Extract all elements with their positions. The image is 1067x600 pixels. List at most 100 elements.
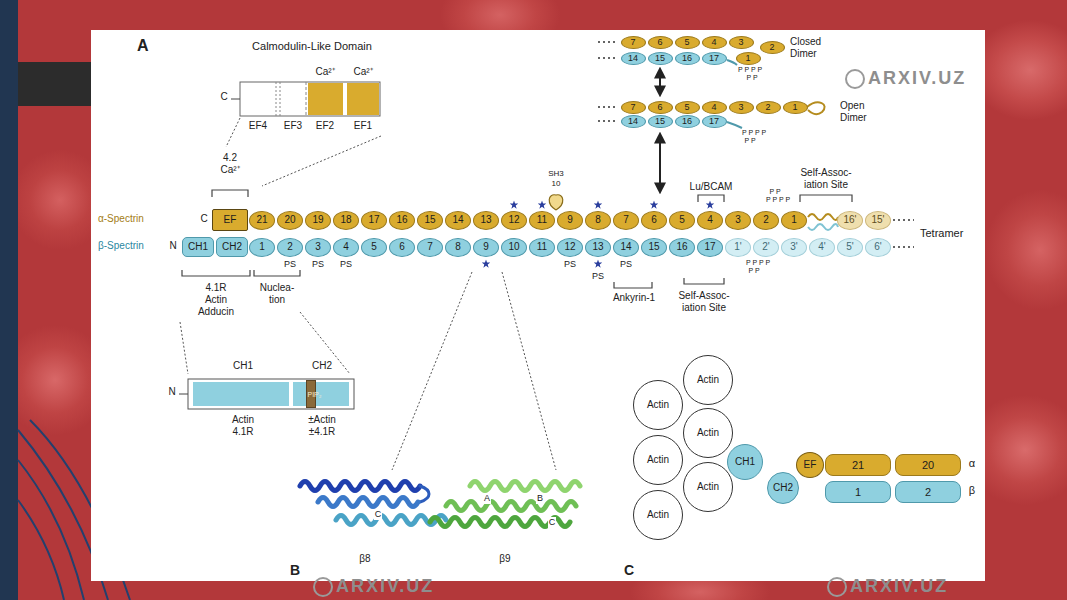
text-label: 10 bbox=[552, 179, 561, 189]
segment-node: 16' bbox=[837, 211, 863, 230]
drawn-use bbox=[510, 201, 519, 209]
node-text: 6 bbox=[651, 215, 657, 225]
node-text: 16 bbox=[682, 117, 692, 126]
text-label: N bbox=[168, 386, 175, 398]
text-label: PS bbox=[312, 259, 324, 270]
node-text: 7 bbox=[427, 242, 433, 252]
node-text: 5 bbox=[371, 242, 377, 252]
text-label: Self-Assoc- iation Site bbox=[673, 290, 735, 314]
text-label: EF2 bbox=[316, 120, 334, 132]
text-label: EF3 bbox=[284, 120, 302, 132]
segment-node: PIP₂ bbox=[306, 380, 316, 408]
segment-node: 13 bbox=[473, 211, 499, 230]
node-text: Actin bbox=[697, 482, 719, 492]
drawn-path bbox=[807, 103, 825, 115]
drawn-path bbox=[808, 214, 838, 220]
node-text: 11 bbox=[537, 215, 547, 225]
drawn-rect bbox=[188, 379, 354, 409]
text-label: CH2 bbox=[312, 360, 332, 372]
node-text: 5 bbox=[684, 103, 689, 112]
drawn-path bbox=[808, 224, 838, 230]
drawn-path bbox=[318, 498, 418, 507]
segment-node: 2 bbox=[760, 41, 785, 54]
node-text: 16 bbox=[676, 242, 687, 252]
node-text: 19 bbox=[312, 215, 323, 225]
segment-node: 11 bbox=[529, 238, 555, 257]
watermark-text: ARXIV.UZ bbox=[850, 576, 948, 598]
text-label: ±Actin ±4.1R bbox=[301, 414, 343, 438]
segment-node: 6 bbox=[641, 211, 667, 230]
node-text: 4 bbox=[343, 242, 349, 252]
text-label: P P bbox=[769, 188, 780, 196]
drawn-line bbox=[280, 82, 281, 116]
drawn-line bbox=[502, 272, 556, 470]
segment-node: 9 bbox=[557, 211, 583, 230]
node-text: Actin bbox=[697, 375, 719, 385]
calmodulin-box bbox=[231, 82, 380, 116]
text-label: 4.2 Ca²⁺ bbox=[214, 152, 246, 176]
node-text: 16' bbox=[843, 215, 856, 225]
node-text: 17 bbox=[704, 242, 715, 252]
text-label: P P P P bbox=[738, 66, 762, 74]
node-text: 5' bbox=[846, 242, 853, 252]
segment-node: 21 bbox=[825, 454, 891, 476]
node-text: 2 bbox=[763, 215, 769, 225]
text-label: α-Spectrin bbox=[98, 213, 144, 225]
text-label: PS bbox=[284, 259, 296, 270]
drawn-path bbox=[614, 282, 652, 288]
node-text: CH1 bbox=[188, 242, 208, 252]
node-text: 10 bbox=[508, 242, 519, 252]
segment-node: 8 bbox=[585, 211, 611, 230]
panel-letter: C bbox=[624, 562, 634, 579]
segment-node: 1' bbox=[725, 238, 751, 257]
node-text: 6 bbox=[657, 103, 662, 112]
segment-node: 16 bbox=[669, 238, 695, 257]
segment-node: 21 bbox=[249, 211, 275, 230]
text-label: Ankyrin-1 bbox=[613, 292, 655, 304]
segment-node: 3 bbox=[725, 211, 751, 230]
node-text: 3' bbox=[790, 242, 797, 252]
text-label: SH3 bbox=[548, 169, 564, 179]
node-text: PIP₂ bbox=[308, 391, 315, 398]
segment-node: 10 bbox=[501, 238, 527, 257]
brackets bbox=[182, 190, 852, 288]
node-text: 1 bbox=[259, 242, 265, 252]
node-text: Actin bbox=[647, 455, 669, 465]
drawn-line bbox=[226, 118, 240, 147]
drawn-path bbox=[420, 486, 429, 502]
ribbon-structures bbox=[300, 482, 580, 527]
node-text: Actin bbox=[647, 510, 669, 520]
node-text: 18 bbox=[340, 215, 351, 225]
drawn-line bbox=[300, 312, 350, 374]
text-label: α bbox=[969, 457, 975, 470]
segment-node: 15' bbox=[865, 211, 891, 230]
text-label: Closed Dimer bbox=[790, 36, 840, 60]
drawn-path bbox=[698, 195, 724, 202]
drawn-use bbox=[650, 201, 659, 209]
text-label: C bbox=[220, 91, 227, 103]
text-label: Self-Assoc- iation Site bbox=[795, 167, 857, 191]
text-label: β9 bbox=[499, 553, 510, 565]
node-text: 9 bbox=[567, 215, 573, 225]
text-label: EF4 bbox=[249, 120, 267, 132]
text-label: Ca²⁺ bbox=[315, 66, 334, 78]
drawn-path bbox=[446, 502, 576, 511]
node-text: 14 bbox=[628, 54, 638, 63]
node-text: CH1 bbox=[735, 457, 755, 467]
drawn-circle bbox=[314, 578, 332, 596]
node-text: 17 bbox=[709, 117, 719, 126]
drawn-path bbox=[684, 278, 724, 284]
text-label: C bbox=[548, 517, 557, 528]
node-text: 15 bbox=[424, 215, 435, 225]
text-label: P P P P bbox=[746, 259, 770, 267]
drawn-rect bbox=[347, 83, 379, 115]
segment-node: EF bbox=[796, 452, 824, 478]
helix-links bbox=[549, 60, 838, 230]
segment-node: 1 bbox=[825, 481, 891, 503]
segment-node: 5 bbox=[675, 36, 700, 49]
text-label: CH1 bbox=[233, 360, 253, 372]
continuation-dots bbox=[598, 42, 914, 247]
panel-letter: B bbox=[290, 562, 300, 579]
segment-node: Actin bbox=[633, 435, 683, 485]
segment-node: 5 bbox=[669, 211, 695, 230]
